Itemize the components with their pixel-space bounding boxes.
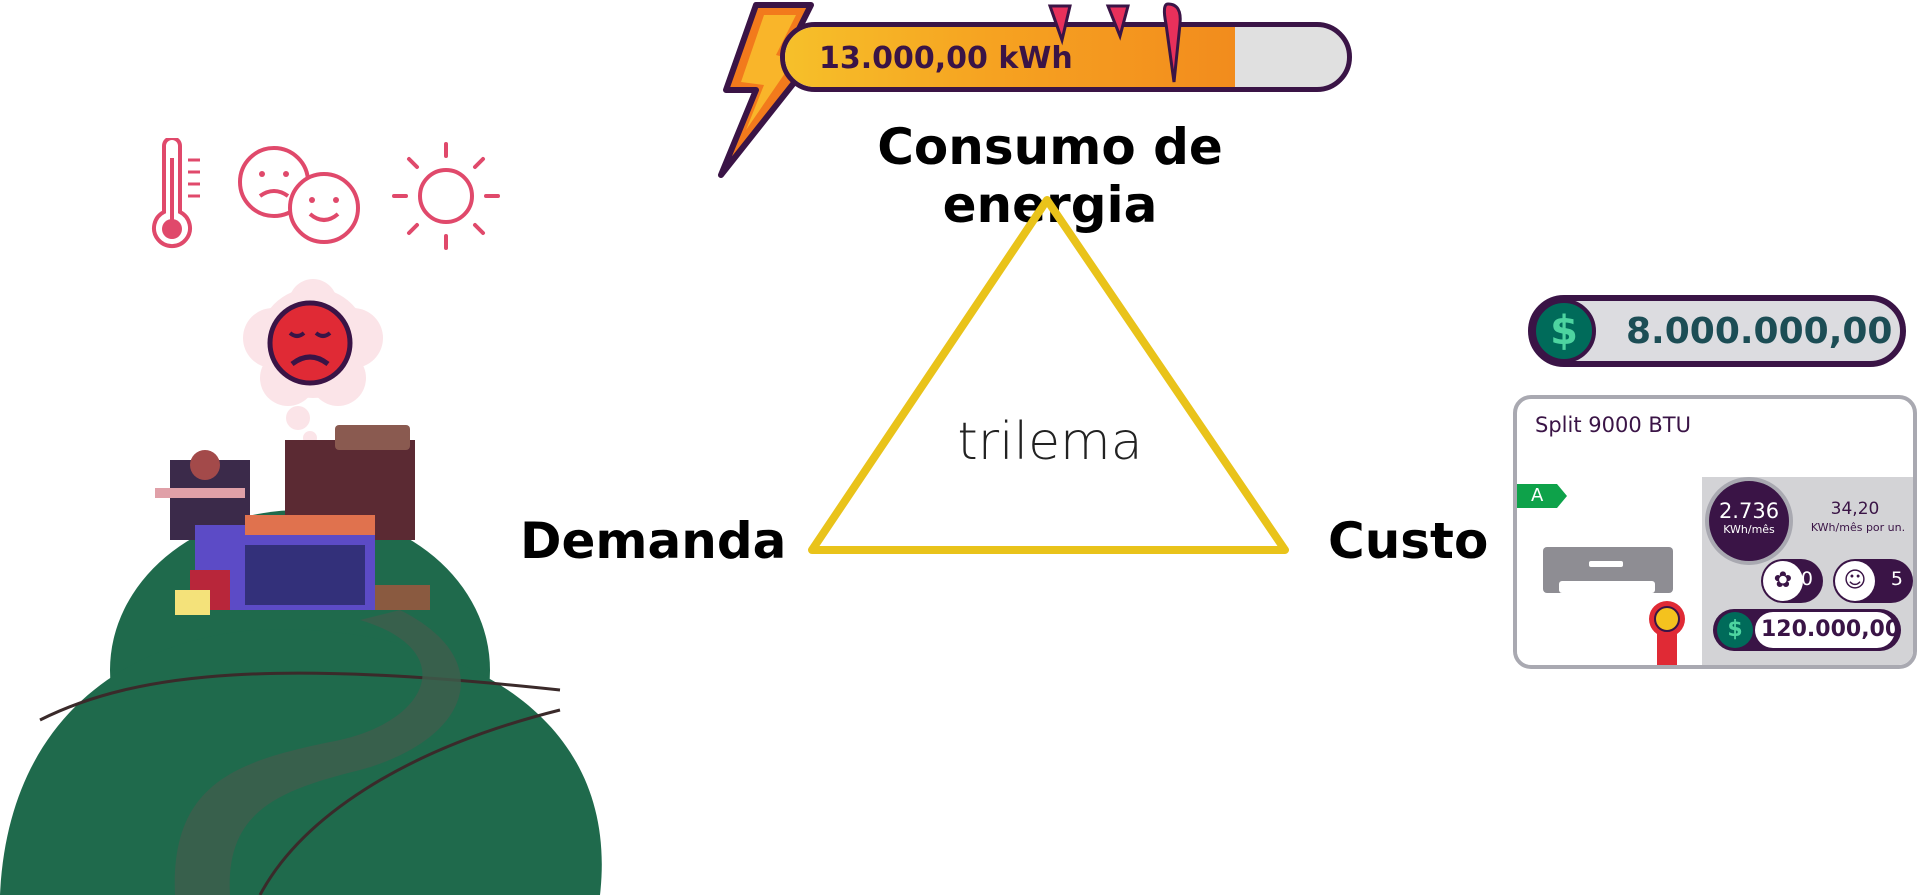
energy-value: 13.000,00 kWh [819,41,1073,76]
thermometer-icon [152,138,200,249]
energy-bar: 13.000,00 kWh [780,22,1352,92]
air-conditioner-icon [1543,547,1673,593]
product-name: Split 9000 BTU [1535,413,1691,437]
total-cost-pill: $ 8.000.000,00 [1528,295,1906,367]
price-pill: $ 120.000,00 [1713,609,1901,651]
energy-bar-fill [785,27,1235,87]
price-value: 120.000,00 [1761,617,1901,642]
eco-score-value: 0 [1800,568,1813,590]
total-cost-value: 8.000.000,00 [1626,311,1893,352]
sad-face-bubble [243,279,383,445]
demand-label: Demanda [520,512,787,570]
eco-score-pill: ✿ 0 [1761,559,1823,603]
dollar-icon: $ [1532,299,1596,363]
energy-class-badge: A [1517,484,1567,508]
faces-icon [238,146,360,244]
ribbon-icon [1649,601,1685,665]
sun-icon [392,142,500,250]
marker-icons [1047,2,1182,83]
trilemma-label: trilema [957,412,1143,472]
smile-icon: ☺ [1835,561,1875,601]
product-card[interactable]: Split 9000 BTU A 2.736 KWh/mês 34,20 KWh… [1513,395,1917,669]
trilemma-triangle [808,196,1289,554]
kwh-month-unit: KWh/mês [1723,523,1775,536]
cost-label: Custo [1328,512,1489,570]
kwh-per-unit-label: KWh/mês por un. [1810,521,1906,534]
leaf-icon: ✿ [1763,561,1803,601]
kwh-per-unit-value: 34,20 [1830,499,1880,519]
dollar-icon: $ [1717,612,1753,648]
kwh-month-badge: 2.736 KWh/mês [1705,477,1793,565]
hill-town-illustration [0,425,602,895]
satisfaction-pill: ☺ 5 [1833,559,1913,603]
satisfaction-value: 5 [1890,568,1903,590]
lightning-icon [718,2,819,178]
price-box: 120.000,00 [1755,612,1900,648]
kwh-month-value: 2.736 [1718,499,1780,523]
